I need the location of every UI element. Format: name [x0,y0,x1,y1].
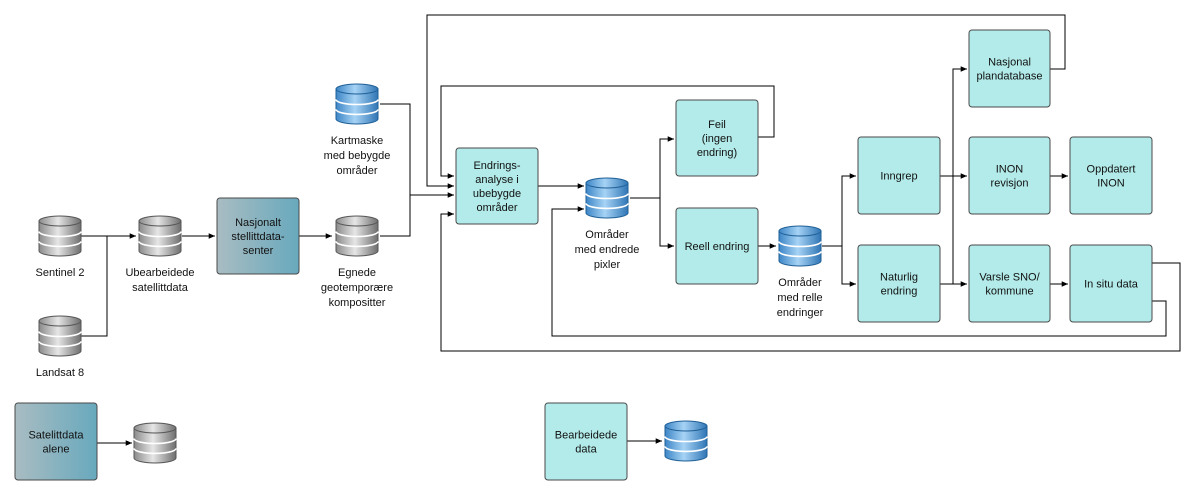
box-notify: Varsle SNO/kommune [968,244,1051,323]
database-label: med endrede [575,244,640,256]
box-label: data [575,444,597,456]
database-label: Ubearbeidede [125,267,194,279]
database-label: Områder [585,229,629,241]
box-label: Satelittdata [28,430,84,442]
database-icon [335,215,379,257]
edge-pixels-to-real [659,198,674,249]
db-composites: Egnede geotemporære kompositter [321,215,393,309]
box-label: områder [477,202,518,214]
edge-db-to-intervention [822,173,856,247]
box-national-center: Nasjonalt stellittdata-senter [216,197,300,275]
database-icon [335,83,379,125]
edge-insitu-feedback-pixels [551,206,1167,337]
edge-error-feedback [440,85,775,179]
box-label: Oppdatert [1087,164,1136,176]
connector-lines [80,14,1181,446]
db-raw: Ubearbeidede satellittdata [125,215,195,294]
box-label: Reell endring [685,241,750,253]
database-label: endringer [777,307,824,319]
box-label: Nasjonal [988,57,1031,69]
box-label: stellittdata- [231,231,285,243]
database-label: med relle [777,292,822,304]
edge-landsat-to-raw [80,236,108,337]
database-label: områder [337,165,378,177]
database-icon [778,225,822,267]
box-natural-change: Naturlig endring [857,244,941,323]
box-label: Varsle SNO/ [979,272,1040,284]
box-label: Inngrep [880,171,917,183]
database-label: kompositter [329,297,386,309]
database-label: Sentinel 2 [36,267,85,279]
edge-intervention-to-notify [952,176,967,287]
edge-db-to-natural [841,246,856,287]
box-label: Nasjonalt [235,217,281,229]
db-real-changes: Områder med relle endringer [777,225,824,319]
database-label: satellittdata [132,282,189,294]
edge-composites-to-analysis [380,195,411,237]
box-real-change: Reell endring [675,207,759,285]
db-legend-processed [664,420,708,462]
box-label: Endrings- [473,160,520,172]
box-national-plan-db: Nasjonal plandatabase [968,29,1051,108]
database-label: geotemporære [321,282,393,294]
edge-plandb-feedback [426,14,1066,189]
box-label: alene [43,444,70,456]
edge-pixels-to-error [630,136,674,199]
db-landsat: Landsat 8 [36,315,84,379]
edge-mask-to-analysis [380,103,454,198]
box-label: INON [996,164,1024,176]
edge-insitu-feedback-analysis [440,211,1181,352]
box-label: INON [1097,178,1125,190]
box-label: senter [243,245,274,257]
box-label: Naturlig [880,272,918,284]
box-label: Feil [708,119,726,131]
database-icon [585,177,629,219]
db-changed-pixels: Områder med endrede pixler [575,177,640,271]
database-label: med bebygde [324,150,391,162]
box-change-analysis: Endrings-analyse i ubebygde områder [455,147,539,225]
database-label: Kartmaske [331,135,384,147]
database-icon [133,422,177,464]
database-label: Landsat 8 [36,367,84,379]
db-sentinel: Sentinel 2 [36,215,85,279]
box-label: plandatabase [976,71,1042,83]
box-label: analyse i [475,174,518,186]
box-label: endring) [697,147,737,159]
db-legend-raw [133,422,177,464]
edge-intervention-to-plandb [940,66,967,177]
database-icon [664,420,708,462]
box-error: Feil (ingen endring) [675,99,759,177]
database-label: Egnede [338,267,376,279]
database-icon [138,215,182,257]
box-legend-processed: Bearbeidede data [544,402,628,481]
db-mask: Kartmaske med bebygde områder [324,83,391,177]
box-in-situ: In situ data [1069,244,1153,323]
box-label: In situ data [1084,279,1139,291]
box-label: revisjon [991,178,1029,190]
database-label: Områder [778,277,822,289]
database-icon [38,215,82,257]
box-label: kommune [985,286,1033,298]
box-label: Bearbeidede [555,430,617,442]
box-intervention: Inngrep [857,136,941,215]
database-icon [38,315,82,357]
database-label: pixler [594,259,621,271]
box-label: ubebygde [473,188,521,200]
box-label: (ingen [702,133,733,145]
box-inon-revision: INON revisjon [968,136,1051,215]
box-label: endring [881,286,918,298]
box-legend-raw: Satelittdata alene [14,402,98,481]
